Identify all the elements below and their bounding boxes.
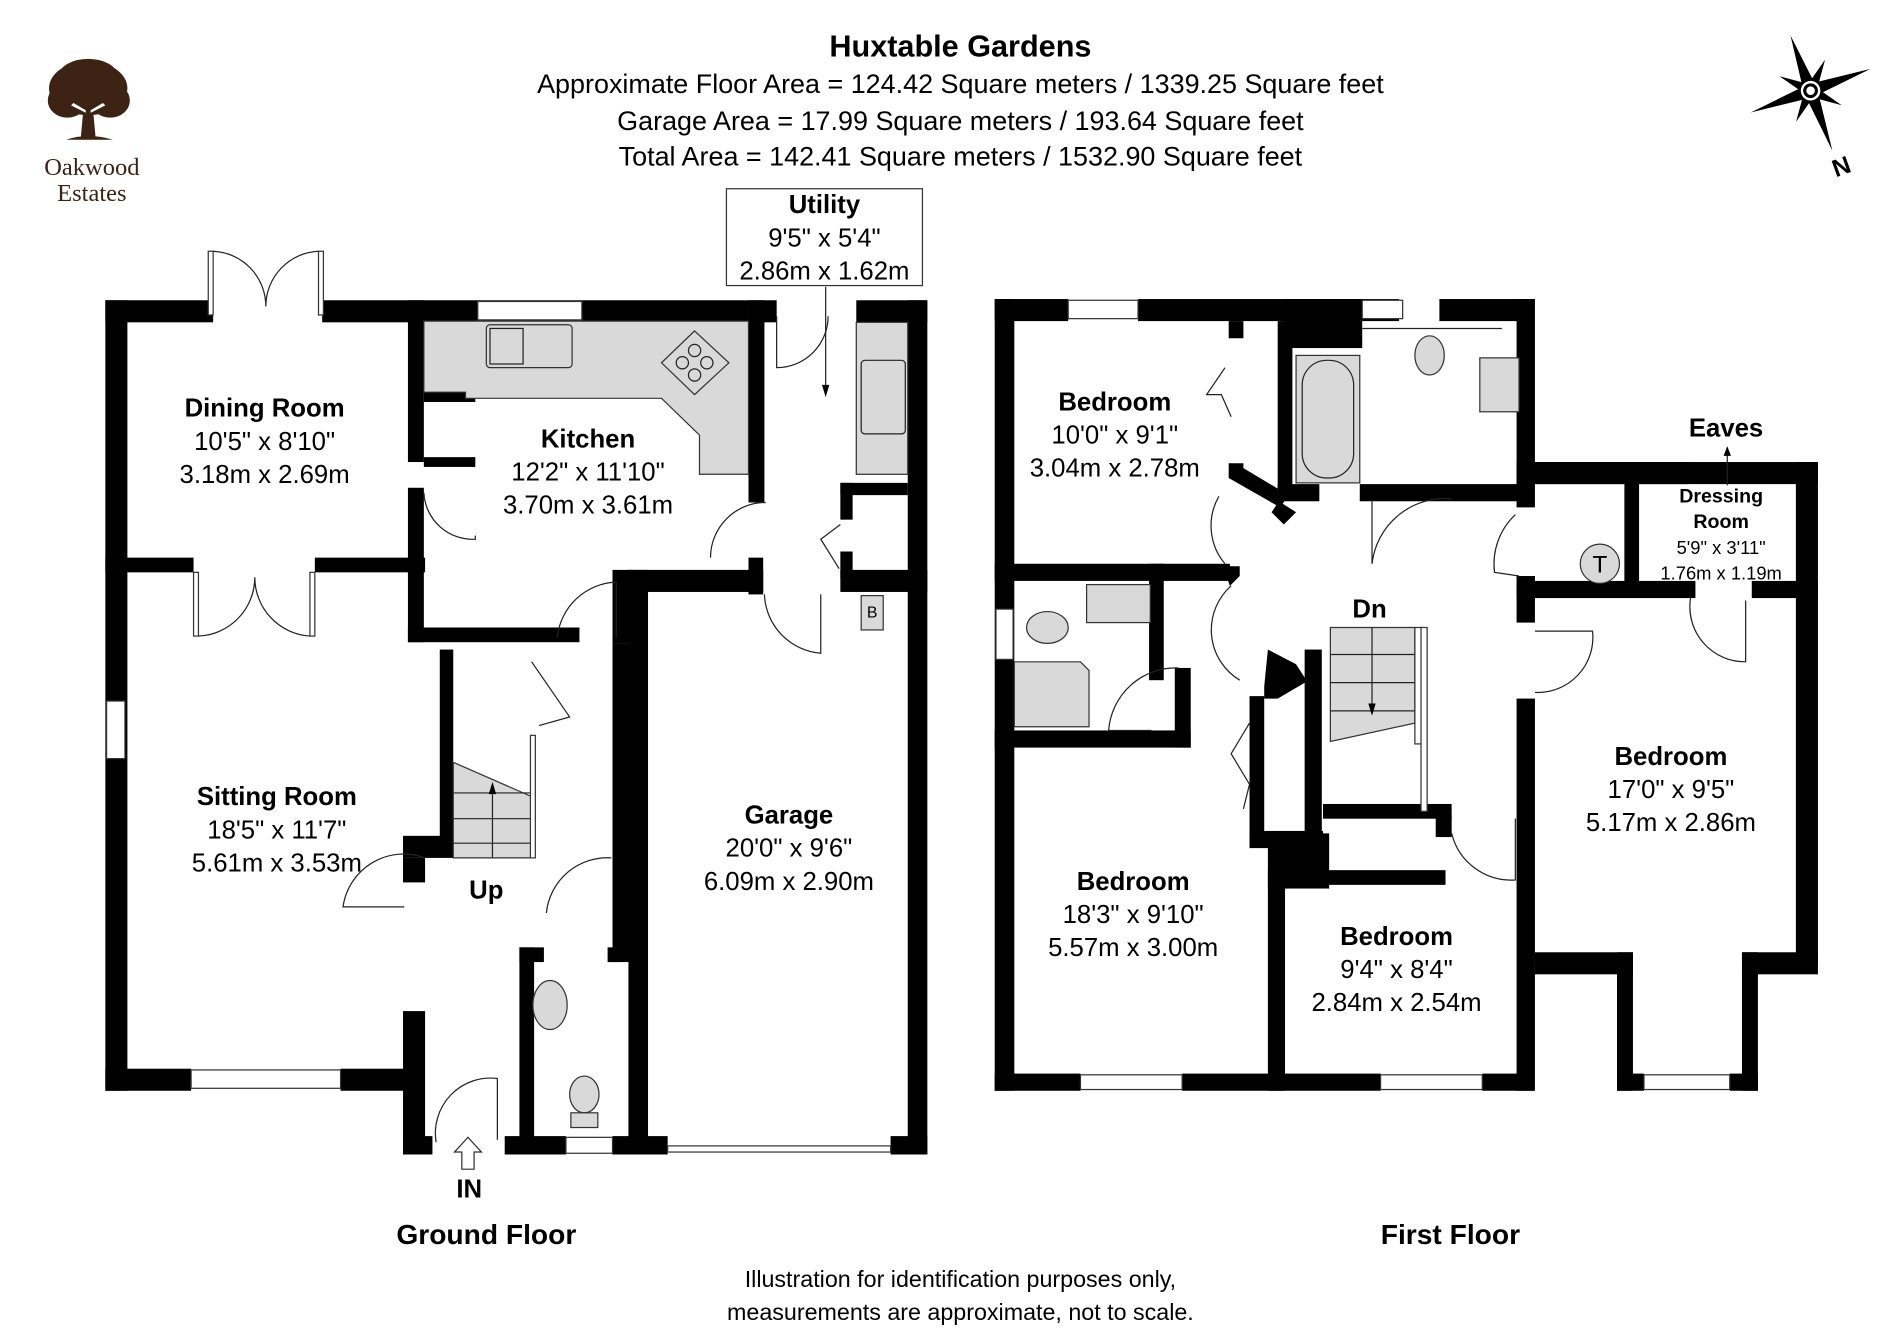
eaves-label: Eaves — [1689, 414, 1763, 442]
sitting-room-metric: 5.61m x 3.53m — [192, 849, 362, 877]
garage-door — [667, 1145, 892, 1153]
dining-room-imperial: 10'5" x 8'10" — [194, 428, 335, 456]
toilet-icon — [1414, 335, 1445, 376]
basin-icon — [1085, 583, 1151, 624]
dressing-room-metric: 1.76m x 1.19m — [1660, 563, 1781, 584]
garage-imperial: 20'0" x 9'6" — [726, 835, 853, 863]
sitting-room-name: Sitting Room — [197, 783, 357, 811]
window — [477, 300, 583, 321]
utility-name: Utility — [789, 191, 861, 219]
door — [556, 581, 617, 638]
sink-icon — [485, 324, 573, 369]
entrance-door[interactable] — [434, 1077, 498, 1143]
bedroom-s-name: Bedroom — [1340, 923, 1453, 951]
hob-icon — [660, 330, 730, 396]
dining-room-name: Dining Room — [185, 395, 345, 423]
utility-metric: 2.86m x 1.62m — [739, 257, 909, 285]
boiler-label: B — [867, 605, 878, 622]
compass-rose-icon — [1750, 35, 1871, 151]
cupboard-door — [819, 524, 841, 569]
utility-label-box — [725, 188, 924, 287]
basin-icon — [532, 979, 568, 1031]
water-tank-icon — [1579, 543, 1621, 584]
garage-area-text: Garage Area = 17.99 Square meters / 193.… — [617, 106, 1304, 136]
door — [545, 857, 612, 914]
toilet-icon — [569, 1075, 600, 1114]
oak-tree-icon — [47, 58, 130, 140]
bedroom-sw-name: Bedroom — [1077, 868, 1190, 896]
toilet-icon — [1025, 610, 1069, 645]
disclaimer-line2: measurements are approximate, not to sca… — [727, 1299, 1194, 1325]
entrance-label: IN — [456, 1175, 482, 1203]
garage-metric: 6.09m x 2.90m — [704, 868, 874, 896]
bedroom-nw-name: Bedroom — [1058, 389, 1171, 417]
logo-line1: Oakwood — [44, 154, 139, 181]
cupboard-door — [531, 661, 571, 727]
first-floor-plan: T — [994, 299, 1818, 1091]
dressing-room-name-1: Dressing — [1679, 485, 1763, 507]
staircase[interactable] — [452, 734, 536, 859]
ground-floor-plan: B — [105, 250, 928, 1170]
bath-icon — [1295, 354, 1361, 484]
floor-area-text: Approximate Floor Area = 124.42 Square m… — [537, 69, 1384, 99]
disclaimer-line1: Illustration for identification purposes… — [745, 1266, 1176, 1292]
basin-icon — [1479, 357, 1520, 413]
boiler — [860, 595, 884, 631]
total-area-text: Total Area = 142.41 Square meters / 1532… — [619, 141, 1303, 171]
window — [105, 700, 126, 760]
bedroom-sw-metric: 5.57m x 3.00m — [1048, 934, 1218, 962]
page-title: Huxtable Gardens — [829, 29, 1091, 63]
door — [342, 853, 426, 908]
bedroom-s-imperial: 9'4" x 8'4" — [1340, 956, 1452, 984]
dressing-room-imperial: 5'9" x 3'11" — [1677, 537, 1766, 558]
entrance-arrow-icon — [453, 1136, 483, 1170]
sitting-room-imperial: 18'5" x 11'7" — [207, 816, 346, 844]
oakwood-logo: Oakwood Estates — [44, 58, 139, 207]
kitchen-name: Kitchen — [541, 425, 635, 453]
bedroom-s-metric: 2.84m x 2.54m — [1311, 989, 1481, 1017]
stairs-up-label: Up — [469, 876, 503, 904]
shower-icon — [1013, 661, 1090, 728]
bedroom-nw-metric: 3.04m x 2.78m — [1030, 455, 1200, 483]
kitchen-imperial: 12'2" x 11'10" — [511, 458, 664, 486]
compass-north-label: N — [1829, 152, 1855, 183]
window — [565, 1136, 614, 1154]
stairs-down-label: Dn — [1352, 596, 1386, 624]
bedroom-nw-imperial: 10'0" x 9'1" — [1051, 422, 1178, 450]
utility-imperial: 9'5" x 5'4" — [768, 224, 880, 252]
kitchen-metric: 3.70m x 3.61m — [503, 492, 673, 520]
first-floor-label: First Floor — [1381, 1218, 1520, 1250]
door — [776, 316, 829, 369]
bedroom-e-name: Bedroom — [1614, 743, 1727, 771]
tank-label: T — [1592, 551, 1607, 578]
door — [423, 492, 476, 540]
dressing-room-name-2: Room — [1693, 511, 1749, 533]
dining-room-metric: 3.18m x 2.69m — [180, 461, 350, 489]
door — [763, 594, 822, 654]
bedroom-e-metric: 5.17m x 2.86m — [1586, 809, 1756, 837]
staircase[interactable] — [1329, 626, 1428, 812]
ground-floor-label: Ground Floor — [396, 1218, 576, 1250]
door — [709, 501, 766, 558]
bedroom-sw-imperial: 18'3" x 9'10" — [1063, 901, 1204, 929]
garage-name: Garage — [745, 802, 834, 830]
window — [190, 1069, 342, 1089]
utility-worktop — [855, 321, 909, 475]
logo-line2: Estates — [57, 180, 126, 207]
bedroom-e-imperial: 17'0" x 9'5" — [1608, 776, 1735, 804]
